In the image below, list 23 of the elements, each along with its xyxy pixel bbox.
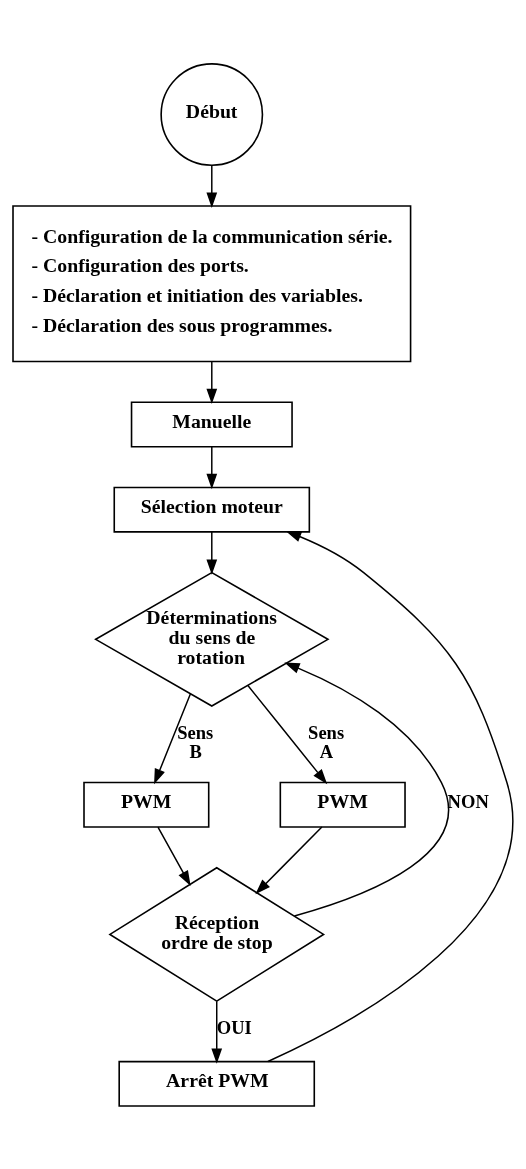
arrow (157, 825, 191, 886)
arrow (284, 662, 450, 917)
node-box: - Configuration de la communication série. - Configuration des ports. - Déclaration et initiation des variables. - Déclaration des sous programmes. (12, 204, 412, 362)
arrow (255, 825, 323, 894)
arrow (211, 1000, 223, 1064)
edge-label: Sens B (177, 721, 214, 762)
arrow (154, 692, 192, 784)
node-box: Sélection moteur (113, 486, 311, 533)
arrow (206, 445, 218, 489)
arrow (206, 360, 218, 404)
arrow (267, 530, 514, 1062)
node-circle: Début (160, 62, 264, 166)
arrow (206, 530, 218, 575)
edge-label: Sens A (308, 721, 345, 762)
edge-label: NON (447, 790, 489, 812)
node-diamond: Déterminations du sens de rotation (94, 571, 330, 707)
arrow (206, 164, 218, 208)
node-box: Manuelle (130, 400, 293, 448)
node-box: PWM (83, 781, 210, 828)
node-box: PWM (279, 781, 406, 828)
node-box: Arrêt PWM (118, 1060, 316, 1107)
edge-label: OUI (216, 1016, 252, 1038)
arrow (247, 684, 328, 784)
